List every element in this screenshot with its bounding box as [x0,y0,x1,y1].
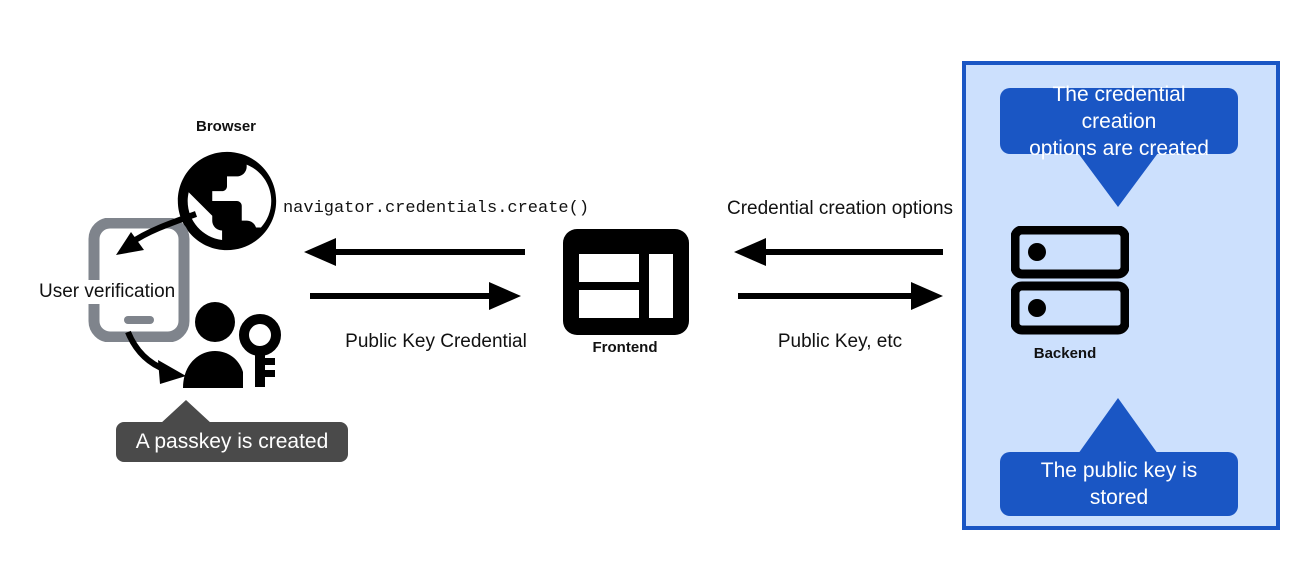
web-layout-icon [563,229,689,335]
edge-label-public-key-credential: Public Key Credential [345,331,527,352]
edge-label-public-key-etc: Public Key, etc [777,331,903,352]
callout-passkey-created: A passkey is created [116,422,348,462]
globe-icon [168,142,286,260]
arrow-backend-to-frontend [734,238,943,266]
callout-public-key-stored-line1: The public key is [1040,459,1198,482]
arrow-frontend-to-browser [304,238,525,266]
callout-passkey-created-tail [160,400,212,424]
callout-credential-options: The credential creation options are crea… [1000,83,1238,160]
browser-label: Browser [195,118,257,135]
callout-public-key-stored-tail [1078,398,1158,454]
frontend-label: Frontend [592,339,658,356]
arrow-frontend-to-backend [738,282,943,310]
callout-credential-options-line2: options are created [1029,136,1209,160]
callout-credential-options-tail [1078,153,1158,207]
backend-label: Backend [1033,345,1097,362]
server-icon [1010,225,1130,338]
edge-label-credential-creation-options: Credential creation options [726,198,954,219]
callout-public-key-stored-line2: stored [1089,486,1149,509]
edge-label-user-verification: User verification [36,280,179,304]
arrow-browser-to-frontend [310,282,521,310]
callout-credential-options-line1: The credential creation [1052,82,1186,133]
edge-label-navigator-credentials-create: navigator.credentials.create() [282,199,590,218]
person-with-key-icon [182,302,286,392]
callout-public-key-stored: The public key is stored [1000,452,1238,516]
